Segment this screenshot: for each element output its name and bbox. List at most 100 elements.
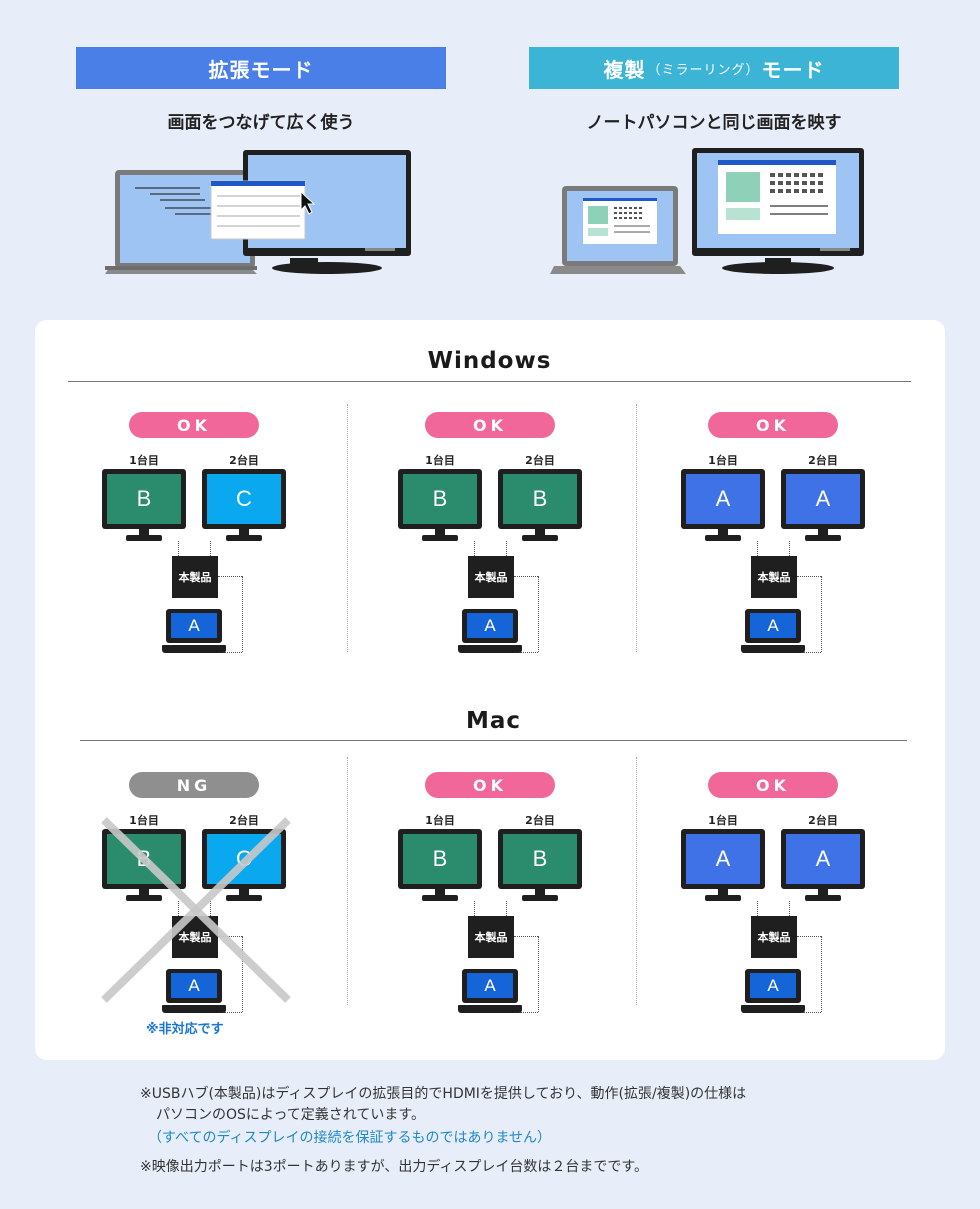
monitor-neck (239, 889, 249, 897)
monitor-icon: B (398, 469, 482, 529)
laptop-icon: A (745, 969, 801, 1003)
monitor-2-label: 2台目 (525, 454, 555, 467)
column-divider (347, 404, 348, 652)
laptop-base (741, 1005, 805, 1013)
monitor-2-label: 2台目 (525, 814, 555, 827)
cable-line (803, 652, 821, 653)
mac-title: Mac (465, 708, 522, 734)
monitor-icon: A (781, 829, 865, 889)
laptop-icon (550, 186, 686, 274)
monitor-screen-label: A (686, 834, 760, 884)
cable-line (210, 541, 211, 556)
cable-line (514, 576, 538, 577)
monitor-screen-label: B (403, 474, 477, 524)
monitor-neck (239, 529, 249, 537)
monitor-foot (422, 895, 458, 901)
column-divider (636, 404, 637, 652)
laptop-screen-label: A (467, 613, 513, 638)
extended-mode-desc: 画面をつなげて広く使う (167, 113, 355, 133)
status-badge: OK (425, 412, 555, 438)
laptop-base (162, 645, 226, 653)
monitor-neck (718, 889, 728, 897)
status-badge: OK (708, 772, 838, 798)
laptop-icon: A (462, 969, 518, 1003)
laptop-base (458, 645, 522, 653)
footnote-1: ※USBハブ(本製品)はディスプレイの拡張目的でHDMIを提供しており、動作(拡… (140, 1084, 746, 1126)
monitor-foot (126, 535, 162, 541)
monitor-neck (818, 529, 828, 537)
cable-line (224, 1012, 242, 1013)
cable-line (789, 541, 790, 556)
laptop-icon: A (166, 969, 222, 1003)
footnote-1-line-2: パソコンのOSによって定義されています。 (156, 1107, 425, 1123)
monitor-screen-label: B (503, 834, 577, 884)
monitor-1-label: 1台目 (129, 814, 159, 827)
mirror-mode-desc: ノートパソコンと同じ画面を映す (586, 113, 842, 133)
monitor-icon: B (498, 469, 582, 529)
laptop-icon: A (166, 609, 222, 643)
extended-mode-text: 拡張モード (208, 57, 314, 82)
mirror-mode-label: 複製 （ミラーリング） モード (529, 47, 899, 89)
monitor-icon: B (102, 469, 186, 529)
cable-line (514, 936, 538, 937)
cable-line (757, 541, 758, 556)
laptop-screen-label: A (171, 973, 217, 998)
mirror-mode-main: 複製 (603, 57, 646, 82)
monitor-neck (139, 529, 149, 537)
monitor-neck (435, 889, 445, 897)
monitor-neck (535, 889, 545, 897)
cable-line (803, 1012, 821, 1013)
monitor-neck (818, 889, 828, 897)
status-badge: OK (425, 772, 555, 798)
laptop-base (741, 645, 805, 653)
monitor-foot (705, 535, 741, 541)
laptop-icon: A (462, 609, 518, 643)
footnote-2: ※映像出力ポートは3ポートありますが、出力ディスプレイ台数は２台までです。 (140, 1159, 648, 1175)
monitor-2-label: 2台目 (229, 454, 259, 467)
laptop-base (458, 1005, 522, 1013)
monitor-screen-label: A (686, 474, 760, 524)
not-supported-cross-icon (101, 817, 291, 1003)
cable-line (178, 901, 179, 916)
monitor-icon: B (498, 829, 582, 889)
monitor-screen-label: B (503, 474, 577, 524)
monitor-neck (718, 529, 728, 537)
monitor-foot (705, 895, 741, 901)
monitor-icon: A (781, 469, 865, 529)
cable-line (474, 541, 475, 556)
monitor-screen-label: B (403, 834, 477, 884)
laptop-screen-label: A (171, 613, 217, 638)
monitor-2-label: 2台目 (808, 814, 838, 827)
column-divider (636, 757, 637, 1005)
not-supported-note: ※非対応です (146, 1022, 224, 1037)
cable-line (797, 936, 821, 937)
cable-line (506, 901, 507, 916)
monitor-screen-label: A (786, 474, 860, 524)
extended-mode-label: 拡張モード (76, 47, 446, 89)
monitor-foot (126, 895, 162, 901)
hub-product: 本製品 (468, 916, 514, 958)
monitor-neck (535, 529, 545, 537)
windows-divider (68, 381, 911, 382)
column-divider (347, 757, 348, 1005)
monitor-foot (226, 895, 262, 901)
monitor-2-label: 2台目 (808, 454, 838, 467)
cable-line (506, 541, 507, 556)
cable-line (520, 652, 538, 653)
footnote-1-sub: （すべてのディスプレイの接続を保証するものではありません） (148, 1130, 552, 1146)
status-badge: OK (708, 412, 838, 438)
monitor-icon: A (681, 829, 765, 889)
cable-line (821, 936, 822, 1012)
cable-line (789, 901, 790, 916)
hub-product: 本製品 (751, 556, 797, 598)
monitor-neck (139, 889, 149, 897)
monitor-icon: A (681, 469, 765, 529)
windows-title: Windows (427, 348, 552, 374)
cursor-icon (300, 190, 316, 215)
monitor-foot (805, 535, 841, 541)
monitor-1-label: 1台目 (708, 814, 738, 827)
monitor-icon (692, 148, 864, 274)
cable-line (224, 652, 242, 653)
cable-line (242, 936, 243, 1012)
mirror-mode-illustration (550, 148, 864, 274)
